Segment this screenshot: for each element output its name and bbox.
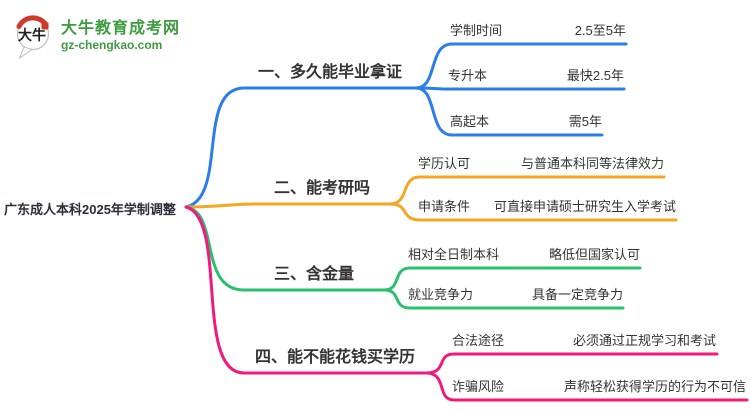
leaf-label: 就业竞争力 (408, 287, 474, 302)
leaf-label: 申请条件 (418, 199, 471, 214)
leaf-node-1-3: 高起本 需5年 (450, 111, 602, 131)
logo-subtitle: gz-chengkao.com (61, 38, 163, 53)
leaf-node-2-2: 申请条件 可直接申请硕士研究生入学考试 (418, 196, 676, 216)
logo-icon-text: 大牛 (18, 27, 46, 43)
leaf-node-1-2: 专升本 最快2.5年 (448, 65, 624, 85)
bull-logo-icon: 大牛 (16, 15, 50, 60)
leaf-value: 最快2.5年 (566, 68, 624, 83)
branch-1-label: 一、多久能毕业拿证 (257, 64, 402, 81)
leaf-value: 可直接申请硕士研究生入学考试 (493, 199, 676, 214)
branch-4-label: 四、能不能花钱买学历 (254, 349, 415, 366)
leaf-value: 2.5至5年 (574, 23, 626, 38)
branch-4-lines (184, 205, 749, 402)
leaf-value: 略低但国家认可 (548, 247, 640, 262)
leaf-value: 与普通本科同等法律效力 (520, 156, 664, 171)
branch-1-lines (184, 42, 628, 209)
leaf-value: 声称轻松获得学历的行为不可信 (563, 379, 746, 394)
leaf-label: 高起本 (450, 114, 490, 129)
root-node: 广东成人本科2025年学制调整 (4, 202, 176, 217)
leaf-node-3-2: 就业竞争力 具备一定竞争力 (408, 284, 623, 304)
leaf-node-4-2: 诈骗风险 声称轻松获得学历的行为不可信 (452, 376, 746, 396)
leaf-value: 具备一定竞争力 (531, 287, 623, 302)
logo-title: 大牛教育成考网 (61, 19, 181, 37)
site-logo: 大牛 大牛教育成考网 gz-chengkao.com (12, 12, 180, 60)
leaf-label: 学制时间 (450, 23, 503, 38)
leaf-label: 诈骗风险 (452, 379, 505, 394)
branch-3-label: 三、含金量 (273, 266, 354, 283)
branch-2-label: 二、能考研吗 (273, 180, 370, 197)
leaf-node-3-1: 相对全日制本科 略低但国家认可 (408, 244, 640, 264)
leaf-value: 需5年 (568, 114, 602, 129)
leaf-value: 必须通过正规学习和考试 (572, 333, 716, 348)
leaf-label: 合法途径 (452, 333, 505, 348)
leaf-label: 学历认可 (418, 156, 471, 171)
leaf-node-2-1: 学历认可 与普通本科同等法律效力 (418, 153, 664, 173)
leaf-node-4-1: 合法途径 必须通过正规学习和考试 (452, 330, 716, 350)
leaf-node-1-1: 学制时间 2.5至5年 (450, 20, 626, 40)
branch-2-lines (184, 175, 678, 222)
leaf-label: 专升本 (448, 68, 488, 83)
leaf-label: 相对全日制本科 (408, 247, 500, 262)
